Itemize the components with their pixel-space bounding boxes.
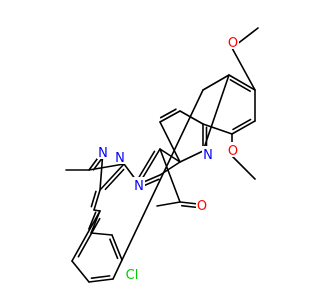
atom-n-pyrimidine: N xyxy=(133,177,145,194)
bond-line xyxy=(142,178,160,187)
atom-o-carbonyl: O xyxy=(196,197,208,214)
bond-line xyxy=(112,259,123,280)
bond-line xyxy=(229,79,251,93)
bond-line xyxy=(90,275,111,279)
bond-line xyxy=(71,260,90,283)
bond-line xyxy=(159,148,181,163)
bond-line xyxy=(179,201,199,205)
atom-label-n-pyrimidine-amide: N xyxy=(203,148,213,163)
bond-line xyxy=(228,74,256,91)
atom-label-n-pyrazole-2: N xyxy=(115,151,125,166)
atom-label-n-pyrazole-1: N xyxy=(98,146,108,161)
atom-label-n-pyrimidine: N xyxy=(134,179,144,194)
molecule-structure: N N N N O O O Cl xyxy=(65,27,259,283)
atom-label-o-methoxy-lower: O xyxy=(228,144,238,159)
bond-line xyxy=(159,110,181,123)
bonds xyxy=(65,27,259,283)
bond-line xyxy=(111,234,123,261)
atom-label-o-carbonyl: O xyxy=(197,199,207,214)
atom-n-pyrazole-1: N xyxy=(97,144,109,161)
bond-line xyxy=(121,89,204,261)
atom-o-methoxy-lower: O xyxy=(227,142,239,159)
bond-line xyxy=(179,110,204,125)
bond-line xyxy=(202,123,233,135)
atom-labels: N N N N O O O Cl xyxy=(97,34,239,283)
atom-n-pyrazole-2: N xyxy=(114,149,126,166)
atom-n-pyrimidine-amide: N xyxy=(202,146,214,163)
bond-line xyxy=(88,278,114,283)
bond-line xyxy=(159,108,177,119)
bond-line xyxy=(137,150,156,179)
atom-label-o-methoxy-upper: O xyxy=(228,36,238,51)
bond-line xyxy=(159,121,181,163)
bond-line xyxy=(88,211,97,230)
bond-line xyxy=(180,204,197,209)
bond-line xyxy=(202,74,230,91)
bond-line xyxy=(90,232,113,236)
bond-line xyxy=(179,150,204,163)
bond-line xyxy=(109,238,119,260)
bond-line xyxy=(77,217,101,258)
bond-line xyxy=(104,168,125,191)
bond-line xyxy=(231,120,256,135)
atom-chlorine: Cl xyxy=(122,266,142,283)
bond-line xyxy=(99,163,125,191)
bond-line xyxy=(232,118,252,131)
bond-line xyxy=(93,189,101,211)
atom-o-methoxy-upper: O xyxy=(227,34,239,51)
bond-line xyxy=(202,74,230,152)
bond-line xyxy=(231,47,256,91)
bond-line xyxy=(90,190,97,208)
bond-line xyxy=(71,210,101,262)
bond-line xyxy=(231,155,256,180)
atom-label-chlorine: Cl xyxy=(126,268,139,283)
bond-line xyxy=(159,148,181,203)
bond-line xyxy=(156,201,181,207)
bond-line xyxy=(93,209,101,212)
